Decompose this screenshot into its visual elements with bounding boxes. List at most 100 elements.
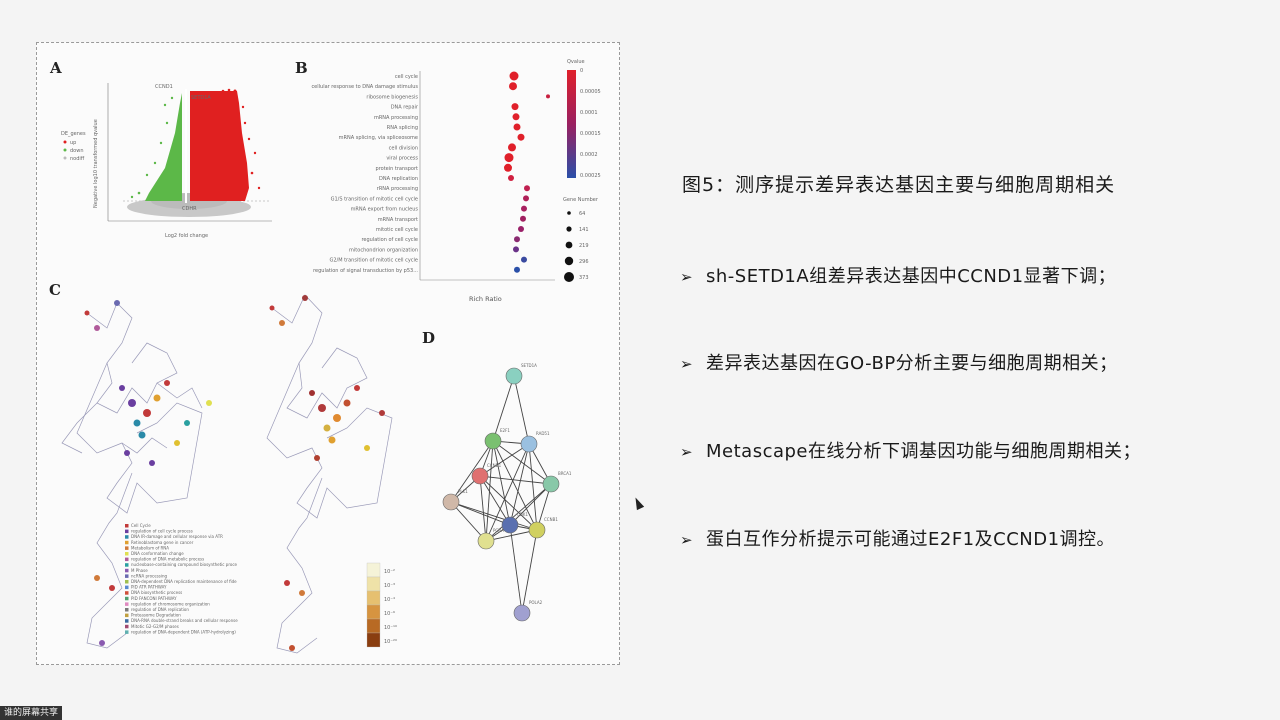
ppi-edge bbox=[450, 501, 538, 531]
metascape-legend-item: M Phase bbox=[131, 568, 148, 573]
panel-a-letter: A bbox=[49, 59, 62, 77]
metascape-legend-item: Proteasome Degradation bbox=[131, 613, 181, 618]
metascape-network-left-nodes bbox=[84, 300, 212, 646]
volcano-legend-nodiff: nodiff bbox=[70, 156, 85, 162]
ppi-edge bbox=[521, 529, 538, 614]
go-term-dot bbox=[509, 71, 519, 81]
ppi-network: SETD1AE2F1RAD51CCND1BRCA1PLK1CDK1CCNB1PC… bbox=[442, 363, 572, 622]
ppi-edge bbox=[492, 440, 511, 526]
go-term-label: cell division bbox=[389, 145, 418, 151]
metascape-legend-item: DNA-RNA double-strand breaks and cellula… bbox=[131, 618, 238, 623]
gene-number-tick: 296 bbox=[579, 259, 589, 265]
metascape-legend-item: Retinoblastoma gene in cancer bbox=[131, 540, 194, 545]
metascape-network-right bbox=[266, 294, 393, 654]
ppi-node: CCNB1 bbox=[528, 517, 558, 539]
go-term-dot bbox=[524, 185, 530, 192]
volcano-legend-title: DE_genes bbox=[61, 131, 86, 137]
gene-number-legend-title: Gene Number bbox=[563, 197, 599, 203]
go-term-dot bbox=[546, 94, 550, 99]
ppi-edge bbox=[485, 443, 530, 542]
go-term-label: RNA splicing bbox=[387, 125, 418, 131]
go-term-dot bbox=[511, 103, 519, 111]
volcano-xlabel: Log2 fold change bbox=[165, 233, 208, 239]
ppi-node: POLA2 bbox=[513, 600, 543, 622]
metascape-legend-item: nucleobase-containing compound biosynthe… bbox=[131, 562, 238, 567]
go-term-dot bbox=[508, 143, 516, 152]
panel-b-letter: B bbox=[295, 59, 308, 77]
metascape-legend-item: regulation of DNA-dependent DNA (ATP-hyd… bbox=[131, 629, 236, 634]
ppi-node-label: BRCA1 bbox=[558, 471, 572, 476]
bullet-arrow-icon: ➢ bbox=[680, 443, 694, 461]
go-term-label: cell cycle bbox=[395, 74, 418, 80]
ppi-edge bbox=[479, 475, 538, 531]
panel-c-letter: C bbox=[49, 281, 61, 299]
go-xlabel: Rich Ratio bbox=[469, 295, 502, 303]
qvalue-colorbar bbox=[567, 70, 576, 178]
go-term-label: regulation of cell cycle bbox=[361, 237, 418, 243]
go-term-dot bbox=[520, 215, 526, 222]
ppi-edge bbox=[513, 375, 530, 445]
figure-panel: A CCND1 SETD1A CDHR DE_genes up down bbox=[36, 42, 620, 665]
ppi-edge bbox=[450, 501, 487, 542]
go-term-dot bbox=[504, 153, 514, 163]
ppi-node: PLK1 bbox=[442, 489, 468, 511]
ppi-edge bbox=[479, 475, 511, 526]
go-term-label: mRNA splicing, via spliceosome bbox=[339, 135, 418, 141]
ppi-node: SETD1A bbox=[505, 363, 537, 385]
ppi-node-label: SETD1A bbox=[521, 363, 537, 368]
ppi-edge bbox=[492, 375, 515, 442]
go-term-dot bbox=[523, 195, 529, 202]
slide-title: 图5：测序提示差异表达基因主要与细胞周期相关 bbox=[682, 174, 1116, 196]
ppi-node: E2F1 bbox=[484, 428, 510, 450]
metascape-legend-item: regulation of DNA metabolic process bbox=[131, 557, 204, 562]
figure-svg: A CCND1 SETD1A CDHR DE_genes up down bbox=[49, 59, 601, 654]
screen-share-tag[interactable]: 谁的屏幕共享 bbox=[0, 706, 63, 720]
go-term-label: ribosome biogenesis bbox=[366, 94, 418, 100]
go-term-label: mitotic cell cycle bbox=[376, 227, 418, 233]
qvalue-tick: 0.0002 bbox=[580, 152, 598, 158]
go-term-dot bbox=[513, 246, 519, 253]
bullet-4-text: 蛋白互作分析提示可能通过E2F1及CCND1调控。 bbox=[706, 529, 1116, 550]
go-term-label: mitochondrion organization bbox=[349, 247, 418, 253]
metascape-legend-item: regulation of cell cycle process bbox=[131, 529, 193, 534]
qvalue-tick: 0.00005 bbox=[580, 89, 601, 95]
gene-number-dot bbox=[565, 241, 573, 249]
go-term-dot bbox=[512, 113, 520, 121]
go-term-dot bbox=[504, 163, 512, 172]
ppi-edge bbox=[509, 483, 552, 526]
go-term-label: protein transport bbox=[376, 166, 419, 172]
go-term-dot bbox=[514, 266, 520, 273]
ppi-edge bbox=[479, 443, 530, 477]
metascape-colorbar-tick: 10⁻¹⁰ bbox=[384, 625, 397, 631]
metascape-legend-item: ncRNA processing bbox=[131, 573, 168, 578]
gene-number-tick: 373 bbox=[579, 275, 589, 281]
metascape-legend-item: Cell Cycle bbox=[131, 523, 151, 528]
ppi-edge bbox=[485, 483, 552, 542]
go-term-dot bbox=[514, 236, 520, 243]
go-term-dot bbox=[518, 226, 524, 232]
volcano-label-ccnd1: CCND1 bbox=[155, 84, 173, 90]
metascape-legend-item: DNA conformation change bbox=[131, 551, 184, 556]
ppi-edge bbox=[492, 440, 538, 531]
metascape-colorbar-tick: 10⁻³ bbox=[384, 583, 395, 589]
panel-d-letter: D bbox=[422, 329, 435, 347]
gene-number-dot bbox=[567, 211, 571, 215]
gene-number-tick: 219 bbox=[579, 243, 589, 249]
metascape-colorbar-tick: 10⁻⁴ bbox=[384, 597, 395, 603]
metascape-legend-item: regulation of DNA replication bbox=[131, 607, 189, 612]
ppi-node-label: RAD51 bbox=[536, 431, 550, 436]
metascape-legend-item: PID ATR PATHWAY bbox=[131, 585, 167, 590]
bullet-4: ➢蛋白互作分析提示可能通过E2F1及CCND1调控。 bbox=[680, 525, 1115, 551]
go-term-dot bbox=[508, 175, 514, 181]
go-term-dot bbox=[509, 82, 517, 91]
metascape-legend-item: DNA-dependent DNA replication maintenanc… bbox=[131, 579, 237, 584]
ppi-edge bbox=[492, 440, 552, 485]
go-term-label: cellular response to DNA damage stimulus bbox=[311, 84, 418, 90]
bullet-1: ➢sh-SETD1A组差异表达基因中CCND1显著下调； bbox=[680, 262, 1116, 288]
metascape-legend-item: Metabolism of RNA bbox=[131, 545, 169, 550]
go-term-label: G1/S transition of mitotic cell cycle bbox=[331, 196, 418, 202]
metascape-network-right-nodes bbox=[269, 295, 385, 651]
gene-number-dot bbox=[564, 256, 574, 266]
go-term-label: mRNA transport bbox=[378, 217, 418, 223]
